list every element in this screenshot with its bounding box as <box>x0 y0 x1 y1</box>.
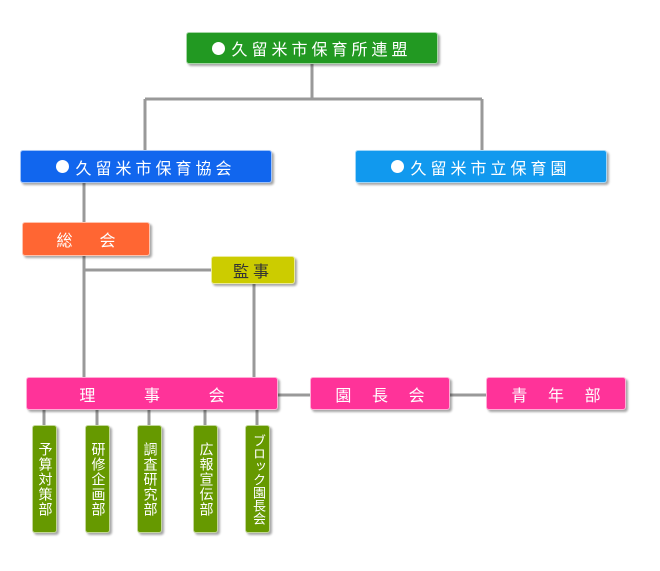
committee-label: ブロック園長会 <box>250 433 265 525</box>
general-assembly-node: 総 会 <box>22 222 150 256</box>
bullet-icon <box>56 160 70 173</box>
board-char: 事 <box>143 385 160 405</box>
association-label: 久留米市保育協会 <box>75 158 236 178</box>
committee-node: 研修企画部 <box>85 425 110 533</box>
committee-node: 広報宣伝部 <box>193 425 218 533</box>
directors-council-char: 会 <box>408 385 425 405</box>
general-assembly-char: 総 <box>56 231 73 250</box>
committee-node: 予算対策部 <box>32 425 57 533</box>
directors-council-char: 園 <box>335 385 352 405</box>
committee-label: 広報宣伝部 <box>197 441 214 517</box>
committee-node: ブロック園長会 <box>245 425 270 533</box>
youth-division-char: 部 <box>584 385 601 405</box>
bullet-icon <box>212 41 226 55</box>
youth-division-char: 年 <box>547 385 564 405</box>
bullet-icon <box>391 160 405 173</box>
auditor-node: 監事 <box>211 256 295 284</box>
public-nursery-node: 久留米市立保育園 <box>355 150 607 183</box>
youth-division-node: 青 年 部 <box>486 377 626 410</box>
federation-node: 久留米市保育所連盟 <box>186 32 438 64</box>
federation-label: 久留米市保育所連盟 <box>231 40 412 59</box>
committee-label: 調査研究部 <box>141 441 158 517</box>
committee-node: 調査研究部 <box>137 425 162 533</box>
directors-council-node: 園 長 会 <box>310 377 450 410</box>
association-node: 久留米市保育協会 <box>20 150 272 183</box>
board-char: 理 <box>79 385 96 405</box>
committee-label: 研修企画部 <box>89 441 106 517</box>
general-assembly-char: 会 <box>99 231 116 250</box>
auditor-label: 監事 <box>232 262 273 281</box>
board-node: 理 事 会 <box>26 377 278 410</box>
public-nursery-label: 久留米市立保育園 <box>410 158 571 178</box>
youth-division-char: 青 <box>511 385 528 405</box>
committee-label: 予算対策部 <box>36 441 53 517</box>
directors-council-char: 長 <box>371 385 388 405</box>
board-char: 会 <box>208 385 225 405</box>
